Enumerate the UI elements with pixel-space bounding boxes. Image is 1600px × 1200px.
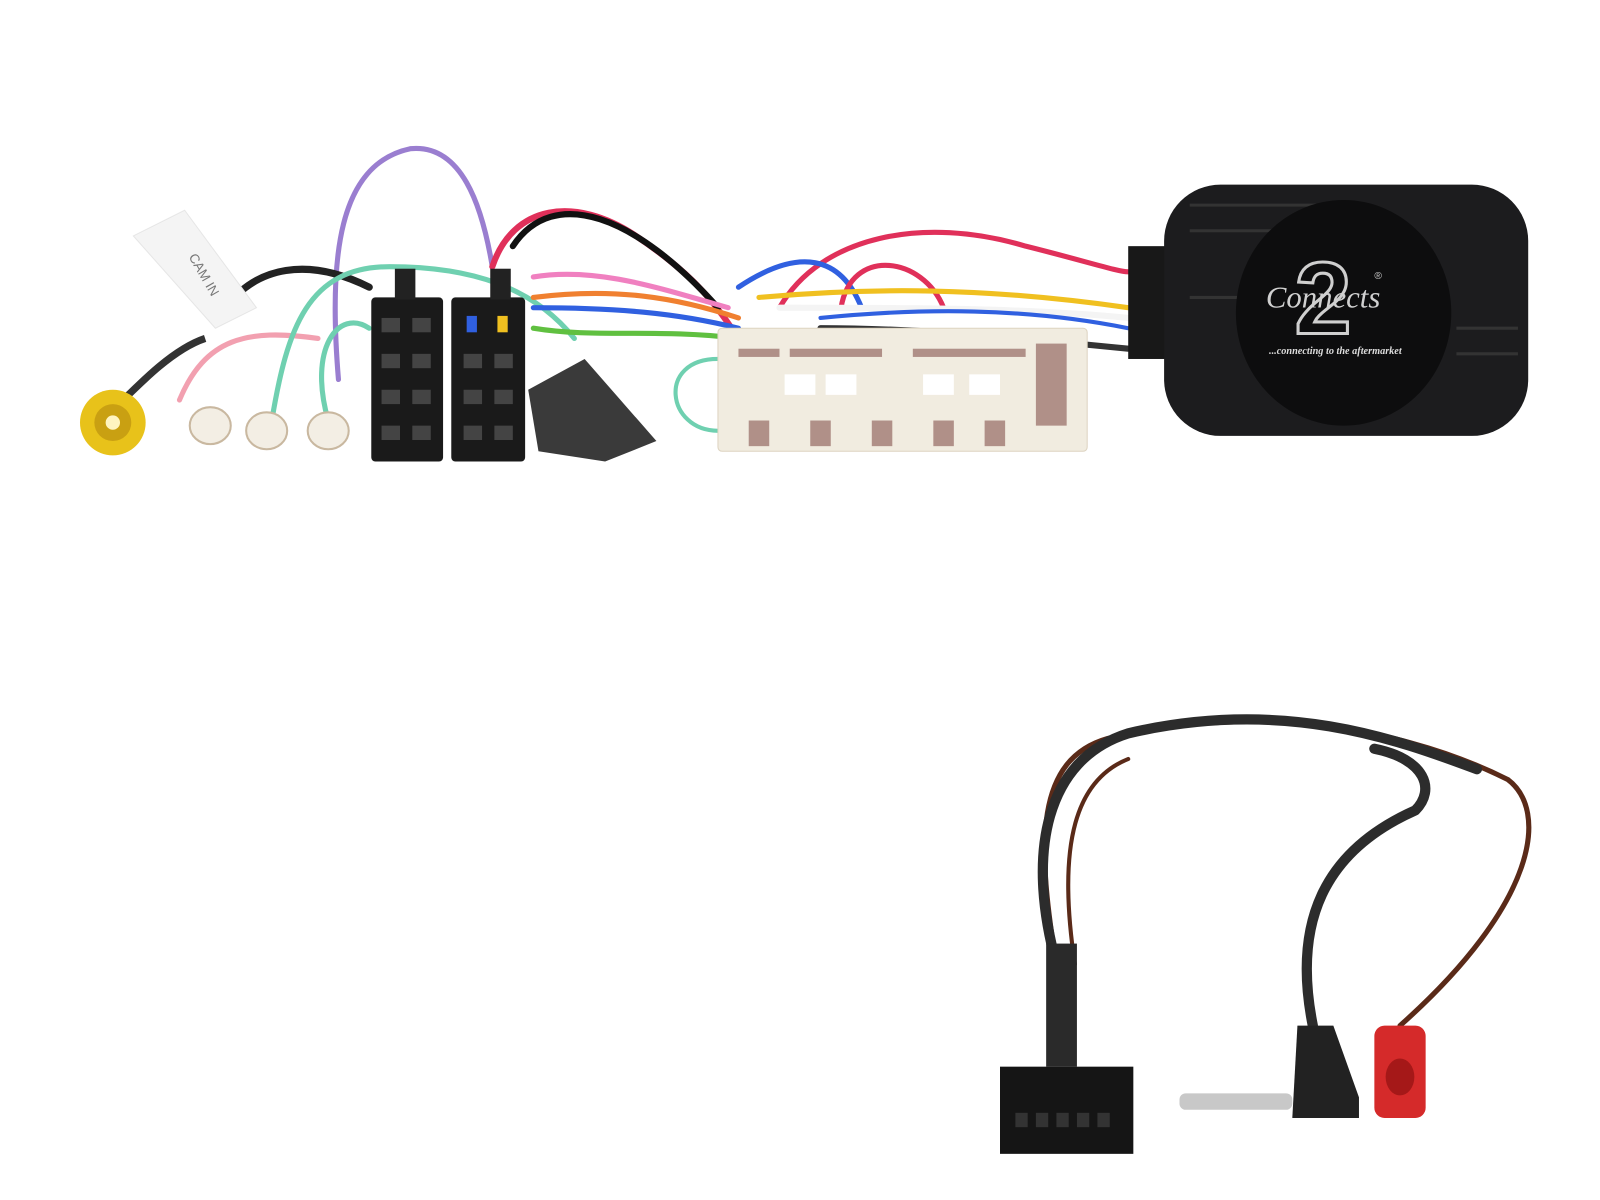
spade-terminals: [188, 406, 350, 451]
connects2-logo: 2 Connects ® ...connecting to the afterm…: [1266, 239, 1403, 357]
svg-text:2: 2: [1295, 240, 1352, 355]
red-spade-connector: [1374, 1025, 1426, 1118]
iso-connectors: [371, 268, 526, 462]
fuse-holder: [528, 358, 657, 462]
svg-text:Connects: Connects: [1266, 281, 1380, 315]
vehicle-connector: [717, 327, 1088, 452]
svg-text:...connecting to the aftermark: ...connecting to the aftermarket: [1269, 346, 1403, 357]
interface-module: 2 Connects ® ...connecting to the afterm…: [1128, 184, 1529, 436]
wire-bundle: [176, 146, 1132, 433]
jack-plug: [1179, 1025, 1359, 1118]
rca-connector: [80, 335, 207, 456]
steering-wheel-lead: [1037, 714, 1532, 1031]
svg-text:®: ®: [1374, 271, 1382, 282]
cam-in-tag: CAM IN: [132, 209, 258, 329]
molex-connector: [1000, 943, 1134, 1154]
